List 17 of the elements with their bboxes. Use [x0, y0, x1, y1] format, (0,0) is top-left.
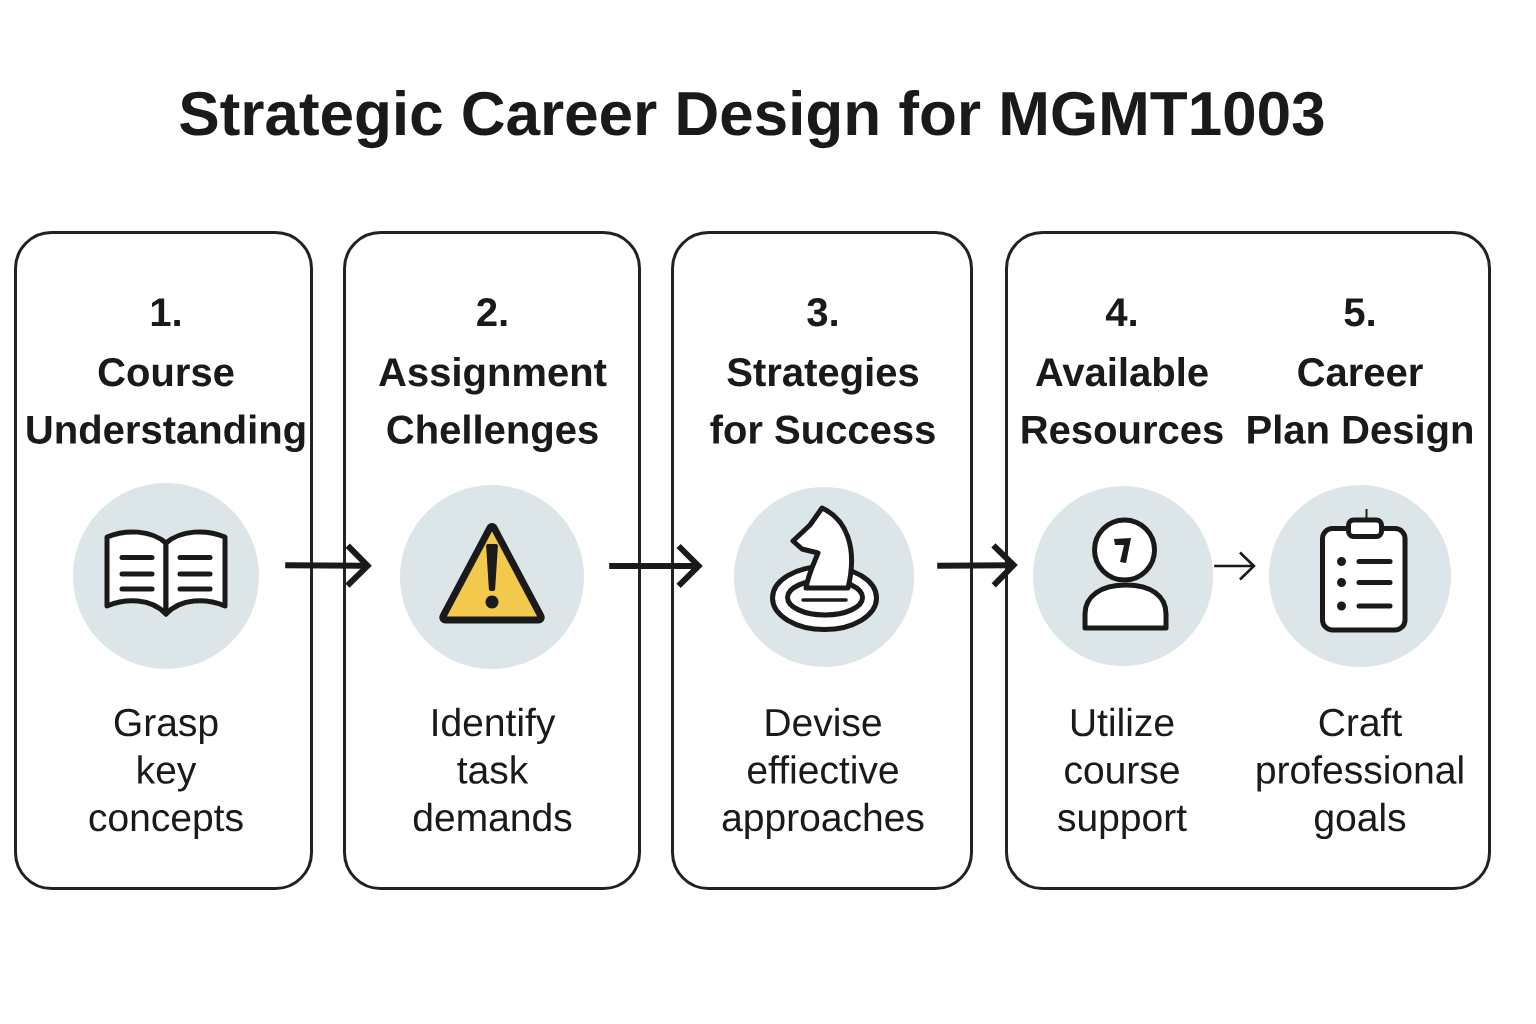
step-title: Strategies for Success: [710, 357, 935, 444]
step-description: Identify task demands: [413, 707, 572, 832]
step-title: Assignment Chellenges: [379, 357, 607, 452]
arrow: [609, 543, 703, 589]
step-description: Craft professional goals: [1257, 707, 1463, 840]
title: Strategic Career Design for MGMT1003: [180, 90, 1324, 149]
step-description: Grasp key concepts: [89, 708, 243, 840]
step-number: 2.: [477, 298, 507, 326]
step-title: Available Resources: [1022, 357, 1223, 444]
step-title: Course Understanding: [27, 358, 305, 452]
step-description: Utilize course support: [1058, 707, 1187, 840]
step-number: 5.: [1344, 298, 1374, 327]
step-number: 1.: [151, 298, 180, 326]
step-title: Career Plan Design: [1248, 358, 1472, 452]
step-number: 4.: [1105, 298, 1136, 326]
step-description: Devise effiective approaches: [722, 707, 924, 840]
step-number: 3.: [807, 298, 837, 327]
